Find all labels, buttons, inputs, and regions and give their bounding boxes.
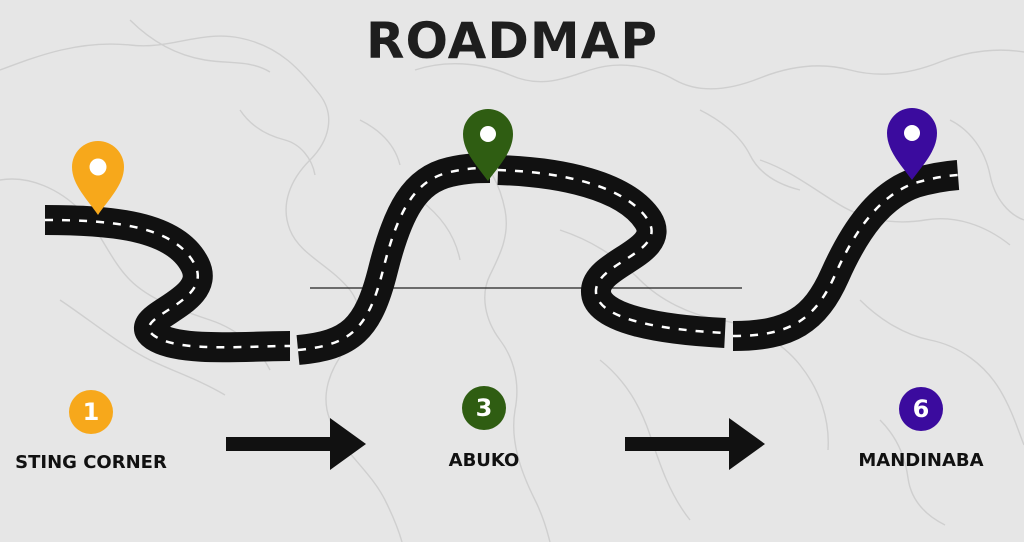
map-pin-icon — [72, 141, 124, 215]
road-segment-2 — [296, 153, 491, 365]
road-segment-1 — [44, 205, 291, 363]
page-title: ROADMAP — [366, 12, 658, 70]
arrow-right-icon — [625, 418, 765, 470]
stop-number-badge: 1 — [69, 390, 113, 434]
map-pin-icon — [463, 109, 513, 181]
road-segment-3 — [497, 155, 726, 348]
road-segment-4 — [732, 160, 960, 351]
stop-number-badge: 6 — [899, 387, 943, 431]
stop-number-badge: 3 — [462, 386, 506, 430]
arrow-right-icon — [226, 418, 366, 470]
stop-label: MANDINABA — [858, 450, 984, 471]
map-pin-icon — [887, 108, 937, 180]
stop-label: STING CORNER — [15, 452, 167, 473]
stop-label: ABUKO — [448, 450, 520, 471]
